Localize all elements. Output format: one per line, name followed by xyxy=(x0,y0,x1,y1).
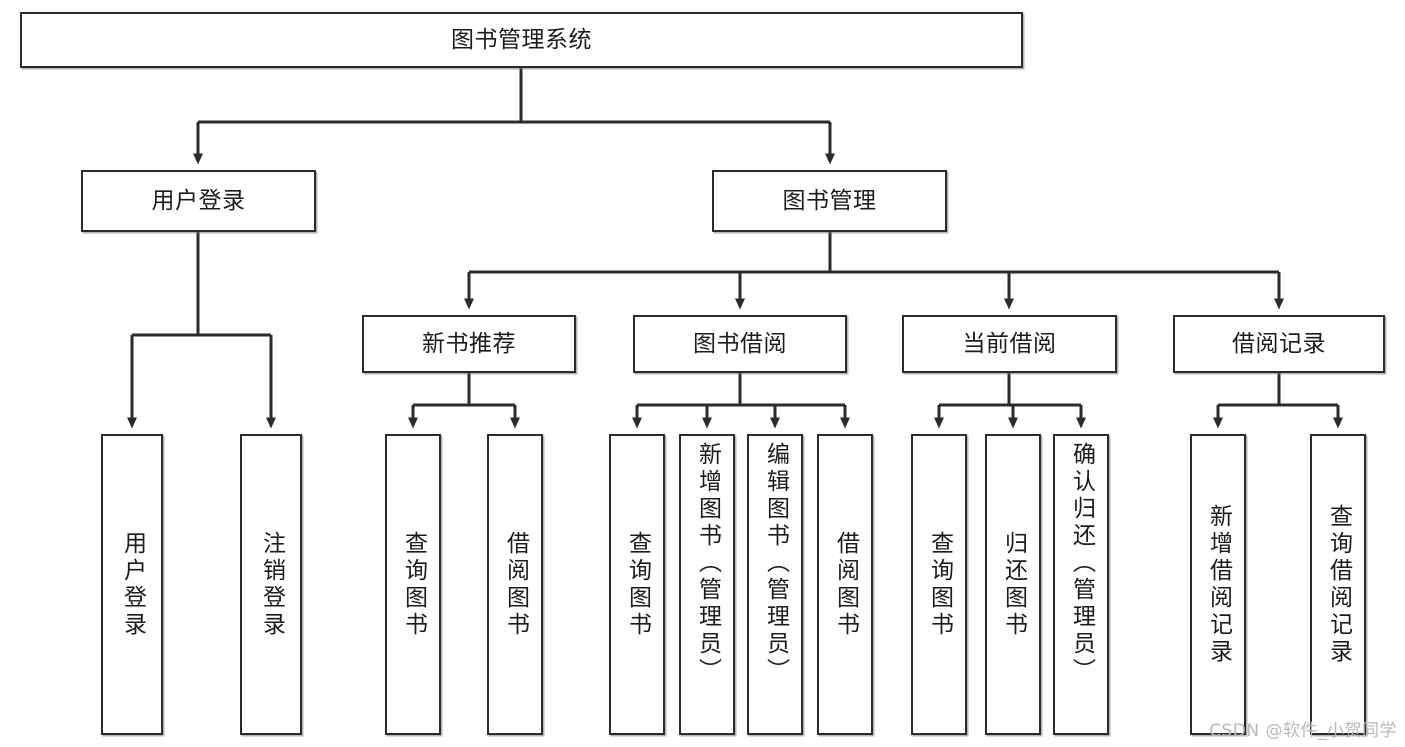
node-leaf-logout-label: 注销登录 xyxy=(258,530,285,639)
node-user-login[interactable]: 用户登录 xyxy=(81,170,316,232)
node-leaf-query-book-current-label: 查询图书 xyxy=(926,530,953,639)
node-leaf-add-borrow-record-label: 新增借阅记录 xyxy=(1205,503,1232,666)
node-borrow-record[interactable]: 借阅记录 xyxy=(1173,315,1385,373)
node-leaf-confirm-return-admin-label: 确认归还（管理员） xyxy=(1068,442,1095,685)
node-leaf-query-book-current[interactable]: 查询图书 xyxy=(911,434,967,735)
node-leaf-edit-book-admin[interactable]: 编辑图书（管理员） xyxy=(747,434,803,735)
node-leaf-query-book-borrow[interactable]: 查询图书 xyxy=(609,434,665,735)
node-new-book-recommend-label: 新书推荐 xyxy=(422,330,516,357)
node-root[interactable]: 图书管理系统 xyxy=(20,12,1023,68)
node-leaf-add-book-admin[interactable]: 新增图书（管理员） xyxy=(679,434,735,735)
node-leaf-confirm-return-admin[interactable]: 确认归还（管理员） xyxy=(1053,434,1109,735)
node-root-label: 图书管理系统 xyxy=(451,26,592,53)
node-leaf-logout[interactable]: 注销登录 xyxy=(240,434,302,735)
node-leaf-borrow-book-recommend[interactable]: 借阅图书 xyxy=(487,434,543,735)
node-leaf-query-borrow-record-label: 查询借阅记录 xyxy=(1325,503,1352,666)
node-leaf-edit-book-admin-label: 编辑图书（管理员） xyxy=(762,442,789,685)
node-leaf-query-book-recommend[interactable]: 查询图书 xyxy=(385,434,441,735)
node-current-borrow-label: 当前借阅 xyxy=(962,330,1057,357)
node-current-borrow[interactable]: 当前借阅 xyxy=(902,315,1117,373)
node-leaf-add-borrow-record[interactable]: 新增借阅记录 xyxy=(1190,434,1246,735)
node-leaf-return-book-label: 归还图书 xyxy=(1000,530,1027,639)
node-leaf-user-login[interactable]: 用户登录 xyxy=(101,434,163,735)
node-new-book-recommend[interactable]: 新书推荐 xyxy=(362,315,576,373)
node-leaf-borrow-book-recommend-label: 借阅图书 xyxy=(502,530,529,639)
node-leaf-borrow-book[interactable]: 借阅图书 xyxy=(817,434,873,735)
node-book-management-label: 图书管理 xyxy=(782,187,877,214)
node-book-borrow[interactable]: 图书借阅 xyxy=(633,315,847,373)
watermark-text: CSDN @软件_小贺同学 xyxy=(1209,721,1397,741)
node-leaf-user-login-label: 用户登录 xyxy=(119,530,146,639)
node-leaf-add-book-admin-label: 新增图书（管理员） xyxy=(694,442,721,685)
node-leaf-query-book-borrow-label: 查询图书 xyxy=(624,530,651,639)
node-user-login-label: 用户登录 xyxy=(151,187,246,214)
node-book-borrow-label: 图书借阅 xyxy=(693,330,787,357)
node-leaf-borrow-book-label: 借阅图书 xyxy=(832,530,859,639)
node-borrow-record-label: 借阅记录 xyxy=(1232,330,1326,357)
node-leaf-query-book-recommend-label: 查询图书 xyxy=(400,530,427,639)
node-book-management[interactable]: 图书管理 xyxy=(712,170,947,232)
node-leaf-query-borrow-record[interactable]: 查询借阅记录 xyxy=(1310,434,1366,735)
node-leaf-return-book[interactable]: 归还图书 xyxy=(985,434,1041,735)
